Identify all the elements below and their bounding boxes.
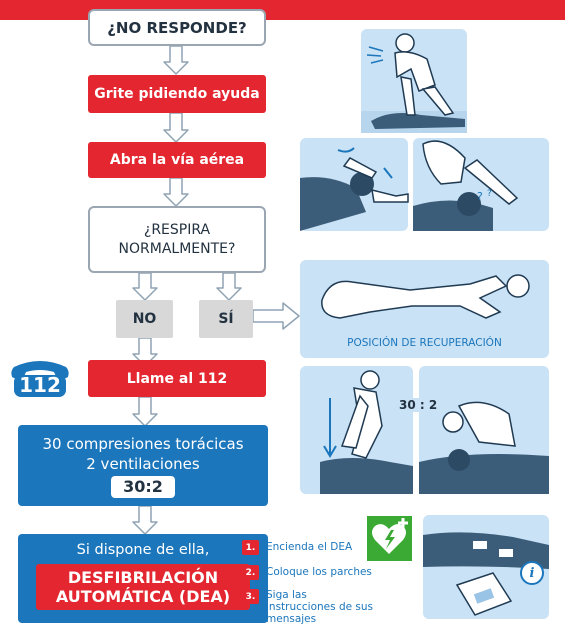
grite-text: Grite pidiendo ayuda <box>94 86 260 102</box>
illustration-recovery-position: POSICIÓN DE RECUPERACIÓN <box>300 260 549 358</box>
dea-step-3: 3. Siga las instrucciones de sus mensaje… <box>242 589 374 625</box>
aed-heart-icon <box>367 516 412 561</box>
llame-text: Llame al 112 <box>126 370 228 387</box>
phone-112-text: 112 <box>19 373 61 397</box>
chest-compressions-illustration <box>320 370 413 494</box>
illustration-rescue-breaths: 30 : 2 <box>396 366 549 494</box>
illustration-check-breathing: ? ? <box>413 138 549 231</box>
arrow-down-1 <box>163 45 189 75</box>
compresiones-line2: 2 ventilaciones <box>86 454 200 473</box>
aed-device-illustration <box>423 532 549 616</box>
recovery-position-label: POSICIÓN DE RECUPERACIÓN <box>347 337 502 349</box>
svg-text:?: ? <box>487 189 492 199</box>
respira-line1: ¿RESPIRA <box>143 221 211 238</box>
svg-text:?: ? <box>477 190 483 203</box>
dea-line2: AUTOMÁTICA (DEA) <box>55 587 231 606</box>
arrow-down-dea <box>132 505 158 535</box>
illustration-check-response <box>361 29 467 133</box>
illustration-open-airway <box>300 138 409 231</box>
grite-box: Grite pidiendo ayuda <box>88 75 266 113</box>
arrow-down-3 <box>163 177 189 207</box>
compresiones-line1: 30 compresiones torácicas <box>42 434 244 453</box>
si-text: SÍ <box>218 311 234 327</box>
dea-step-1-text: Encienda el DEA <box>266 541 353 553</box>
info-icon[interactable]: i <box>520 561 544 585</box>
recovery-position-illustration <box>321 274 530 319</box>
arrow-down-si <box>216 272 242 301</box>
arrow-down-2 <box>163 112 189 143</box>
check-response-illustration <box>361 33 467 133</box>
no-text: NO <box>132 311 157 327</box>
dea-label-box: DESFIBRILACIÓN AUTOMÁTICA (DEA) <box>36 564 250 610</box>
arrow-down-cpr <box>132 396 158 427</box>
rescue-breaths-illustration <box>419 401 549 494</box>
arrow-right-recovery <box>252 302 300 330</box>
open-airway-illustration <box>300 147 409 231</box>
abra-box: Abra la vía aérea <box>88 142 266 178</box>
dea-step-1: 1. Encienda el DEA <box>242 540 352 555</box>
dispone-text: Si dispone de ella, <box>76 542 210 558</box>
dea-box: Si dispone de ella, DESFIBRILACIÓN AUTOM… <box>18 534 268 623</box>
ratio-badge: 30:2 <box>111 475 175 498</box>
check-breathing-illustration: ? ? <box>413 140 519 231</box>
aed-heart-svg <box>372 518 408 554</box>
phone-112-badge: 112 <box>8 357 72 399</box>
abra-text: Abra la vía aérea <box>109 152 245 168</box>
dea-step-2-num: 2. <box>242 565 259 580</box>
illustration-aed-device: i <box>423 515 549 619</box>
respira-box: ¿RESPIRA NORMALMENTE? <box>88 206 266 273</box>
illustration-chest-compressions <box>300 366 413 494</box>
dea-step-2: 2. Coloque los parches <box>242 565 372 580</box>
no-box: NO <box>116 300 173 338</box>
dea-step-1-num: 1. <box>242 540 259 555</box>
si-box: SÍ <box>199 300 253 338</box>
arrow-down-no <box>132 272 158 301</box>
no-responde-box: ¿NO RESPONDE? <box>88 9 266 46</box>
cpr-ratio-label: 30 : 2 <box>396 398 441 412</box>
dea-step-2-text: Coloque los parches <box>266 566 372 578</box>
phone-icon <box>11 361 69 397</box>
dea-step-3-text: Siga las instrucciones de sus mensajes <box>266 589 373 625</box>
dea-line1: DESFIBRILACIÓN <box>67 568 219 587</box>
llame-box: Llame al 112 <box>88 360 266 397</box>
respira-line2: NORMALMENTE? <box>118 240 236 257</box>
compresiones-box: 30 compresiones torácicas 2 ventilacione… <box>18 425 268 506</box>
no-responde-text: ¿NO RESPONDE? <box>107 18 247 37</box>
top-red-bar <box>0 0 565 20</box>
dea-step-3-num: 3. <box>242 589 259 604</box>
info-icon-text: i <box>529 565 535 581</box>
